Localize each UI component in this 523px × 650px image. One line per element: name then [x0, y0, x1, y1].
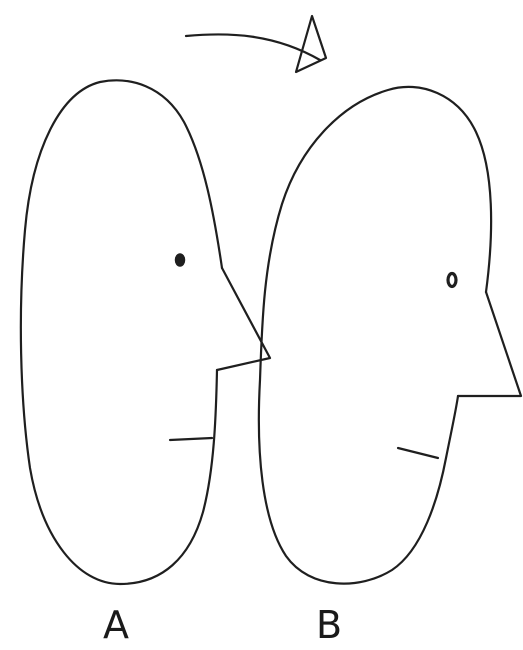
head-a-mouth [170, 438, 212, 440]
head-a [21, 80, 270, 584]
label-b: B [316, 606, 342, 644]
label-a: A [103, 606, 129, 644]
head-b-eye [448, 274, 456, 287]
head-b-outline [259, 87, 491, 584]
arrow-head [296, 16, 326, 72]
rotation-arrow [186, 16, 326, 72]
head-a-outline [21, 80, 222, 584]
head-b-mouth [398, 448, 438, 458]
head-b-nose [458, 292, 521, 396]
head-a-eye [176, 254, 185, 266]
head-b [259, 87, 521, 584]
